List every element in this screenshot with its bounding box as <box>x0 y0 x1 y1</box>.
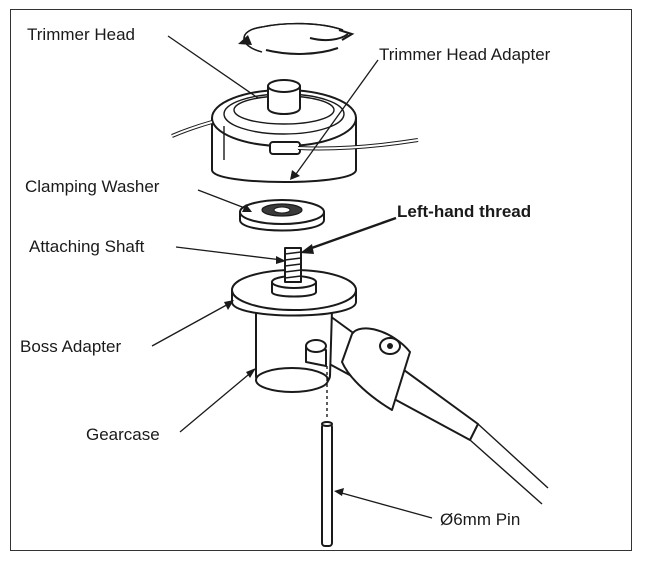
gearcase <box>231 269 549 505</box>
label-clamping-washer: Clamping Washer <box>25 177 160 196</box>
label-pin: Ø6mm Pin <box>440 510 520 529</box>
label-left-hand-thread: Left-hand thread <box>397 202 531 221</box>
label-trimmer-head-adapter: Trimmer Head Adapter <box>379 45 551 64</box>
label-trimmer-head: Trimmer Head <box>27 25 135 44</box>
trimmer-head <box>171 79 419 183</box>
clamping-washer <box>239 199 325 232</box>
label-gearcase: Gearcase <box>86 425 160 444</box>
pin <box>321 366 333 547</box>
attaching-shaft <box>284 247 302 283</box>
label-attaching-shaft: Attaching Shaft <box>29 237 145 256</box>
label-boss-adapter: Boss Adapter <box>20 337 121 356</box>
rotation-arrow-icon <box>238 22 355 55</box>
leader-lines <box>151 35 433 519</box>
